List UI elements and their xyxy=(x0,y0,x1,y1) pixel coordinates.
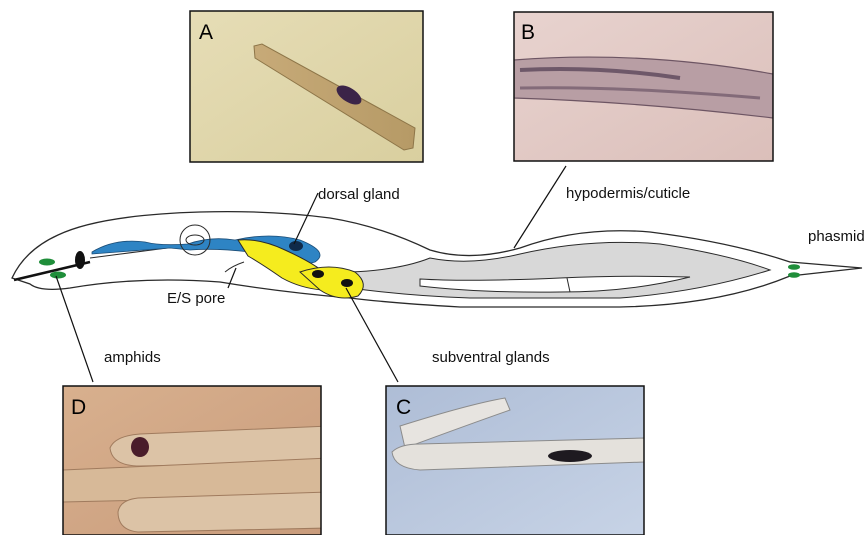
amphid-lower xyxy=(50,272,66,279)
stylet-knob xyxy=(75,251,85,269)
panel-d-larva-lower xyxy=(118,492,330,532)
label-dorsal-gland: dorsal gland xyxy=(318,186,400,203)
phasmid-upper xyxy=(788,264,800,270)
label-hypodermis: hypodermis/cuticle xyxy=(566,185,690,202)
label-subventral-glands: subventral glands xyxy=(432,349,550,366)
leader-hypodermis xyxy=(514,166,566,248)
panel-c-letter: C xyxy=(396,396,411,419)
panel-b-letter: B xyxy=(521,21,535,44)
subventral-nucleus-1 xyxy=(312,270,324,278)
panel-d-amphid-stain xyxy=(131,437,149,457)
label-phasmids: phasmids xyxy=(808,228,864,245)
panel-b: B xyxy=(514,12,773,161)
panel-a: A xyxy=(190,11,423,162)
panel-c: C xyxy=(386,386,644,535)
dorsal-gland-nucleus xyxy=(289,241,303,251)
panel-a-letter: A xyxy=(199,21,213,44)
label-amphids: amphids xyxy=(104,349,161,366)
panel-c-subventral-stain xyxy=(548,450,592,462)
nematode-schematic xyxy=(12,212,862,307)
panel-d: D xyxy=(63,386,330,535)
amphid-upper xyxy=(39,259,55,266)
subventral-nucleus-2 xyxy=(341,279,353,287)
phasmid-lower xyxy=(788,272,800,278)
leader-amphids xyxy=(56,276,93,382)
panel-d-letter: D xyxy=(71,396,86,419)
label-es-pore: E/S pore xyxy=(167,290,225,307)
